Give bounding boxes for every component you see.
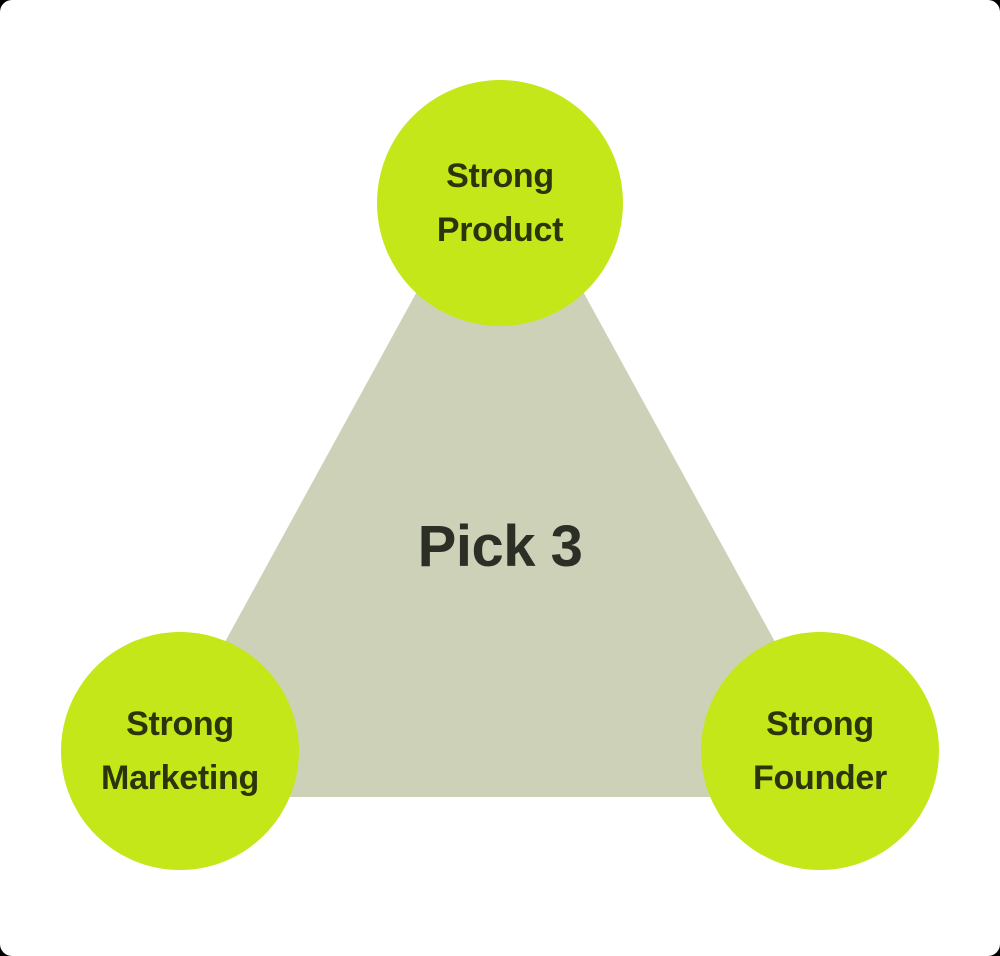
node-label-line: Strong [446, 157, 554, 195]
center-label: Pick 3 [417, 514, 583, 579]
node-strong-marketing: Strong Marketing [61, 632, 299, 870]
node-label-line: Strong [126, 705, 234, 743]
node-strong-product: Strong Product [377, 80, 623, 326]
node-label-line: Strong [766, 705, 874, 743]
node-label-line: Marketing [101, 759, 259, 797]
node-label-line: Founder [753, 759, 887, 797]
node-label-line: Product [436, 211, 564, 249]
triangle-polygon [140, 140, 860, 797]
node-strong-founder: Strong Founder [701, 632, 939, 870]
